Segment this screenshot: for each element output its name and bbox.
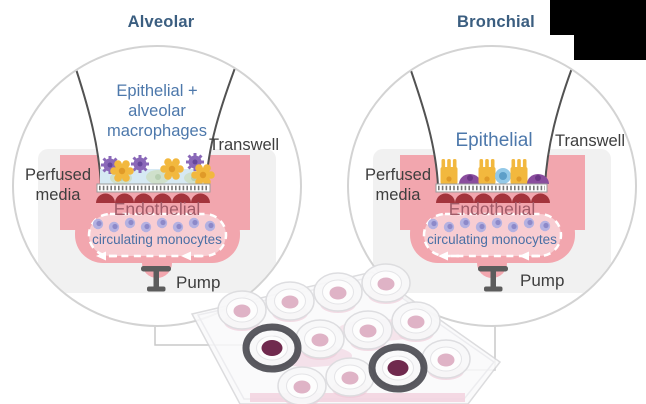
endothelial-cells — [436, 193, 550, 203]
redaction-block — [550, 0, 646, 35]
monocytes-label-left: circulating monocytes — [92, 232, 222, 247]
bronchial-panel-title: Bronchial — [457, 13, 535, 31]
monocytes-label-right: circulating monocytes — [427, 232, 557, 247]
pump-icon — [141, 266, 171, 292]
redaction-block — [574, 35, 646, 60]
endothelial-label-right: Endothelial — [448, 199, 536, 219]
alveolar-insert-label: Epithelial + alveolar macrophages — [107, 82, 207, 140]
bronchial-inset-circle — [347, 45, 637, 327]
alveolar-inset-circle — [12, 45, 302, 327]
flow-arrow-left-icon — [438, 251, 540, 261]
alveolar-panel-title: Alveolar — [127, 13, 195, 31]
pump-icon — [478, 266, 508, 292]
bronchial-epithelial-cells — [440, 159, 549, 184]
flow-arrow-left-icon — [96, 251, 202, 261]
endothelial-cells — [96, 193, 210, 203]
transwell-label-left: Transwell — [209, 136, 279, 154]
bronchial-insert-label: Epithelial — [455, 130, 533, 151]
alveolar-epithelial-cells — [99, 151, 215, 186]
transwell-label-right: Transwell — [555, 132, 625, 150]
pump-label-right: Pump — [520, 271, 565, 290]
transwell-funnel — [407, 59, 576, 187]
membrane-icon — [96, 183, 211, 193]
well-plate-photo — [190, 263, 502, 404]
perfused-media-label-right: Perfused media — [364, 166, 432, 204]
perfused-media-label-left: Perfused media — [24, 166, 92, 204]
membrane-icon — [435, 183, 548, 193]
endothelial-label-left: Endothelial — [113, 199, 201, 219]
pump-label-left: Pump — [176, 273, 221, 292]
